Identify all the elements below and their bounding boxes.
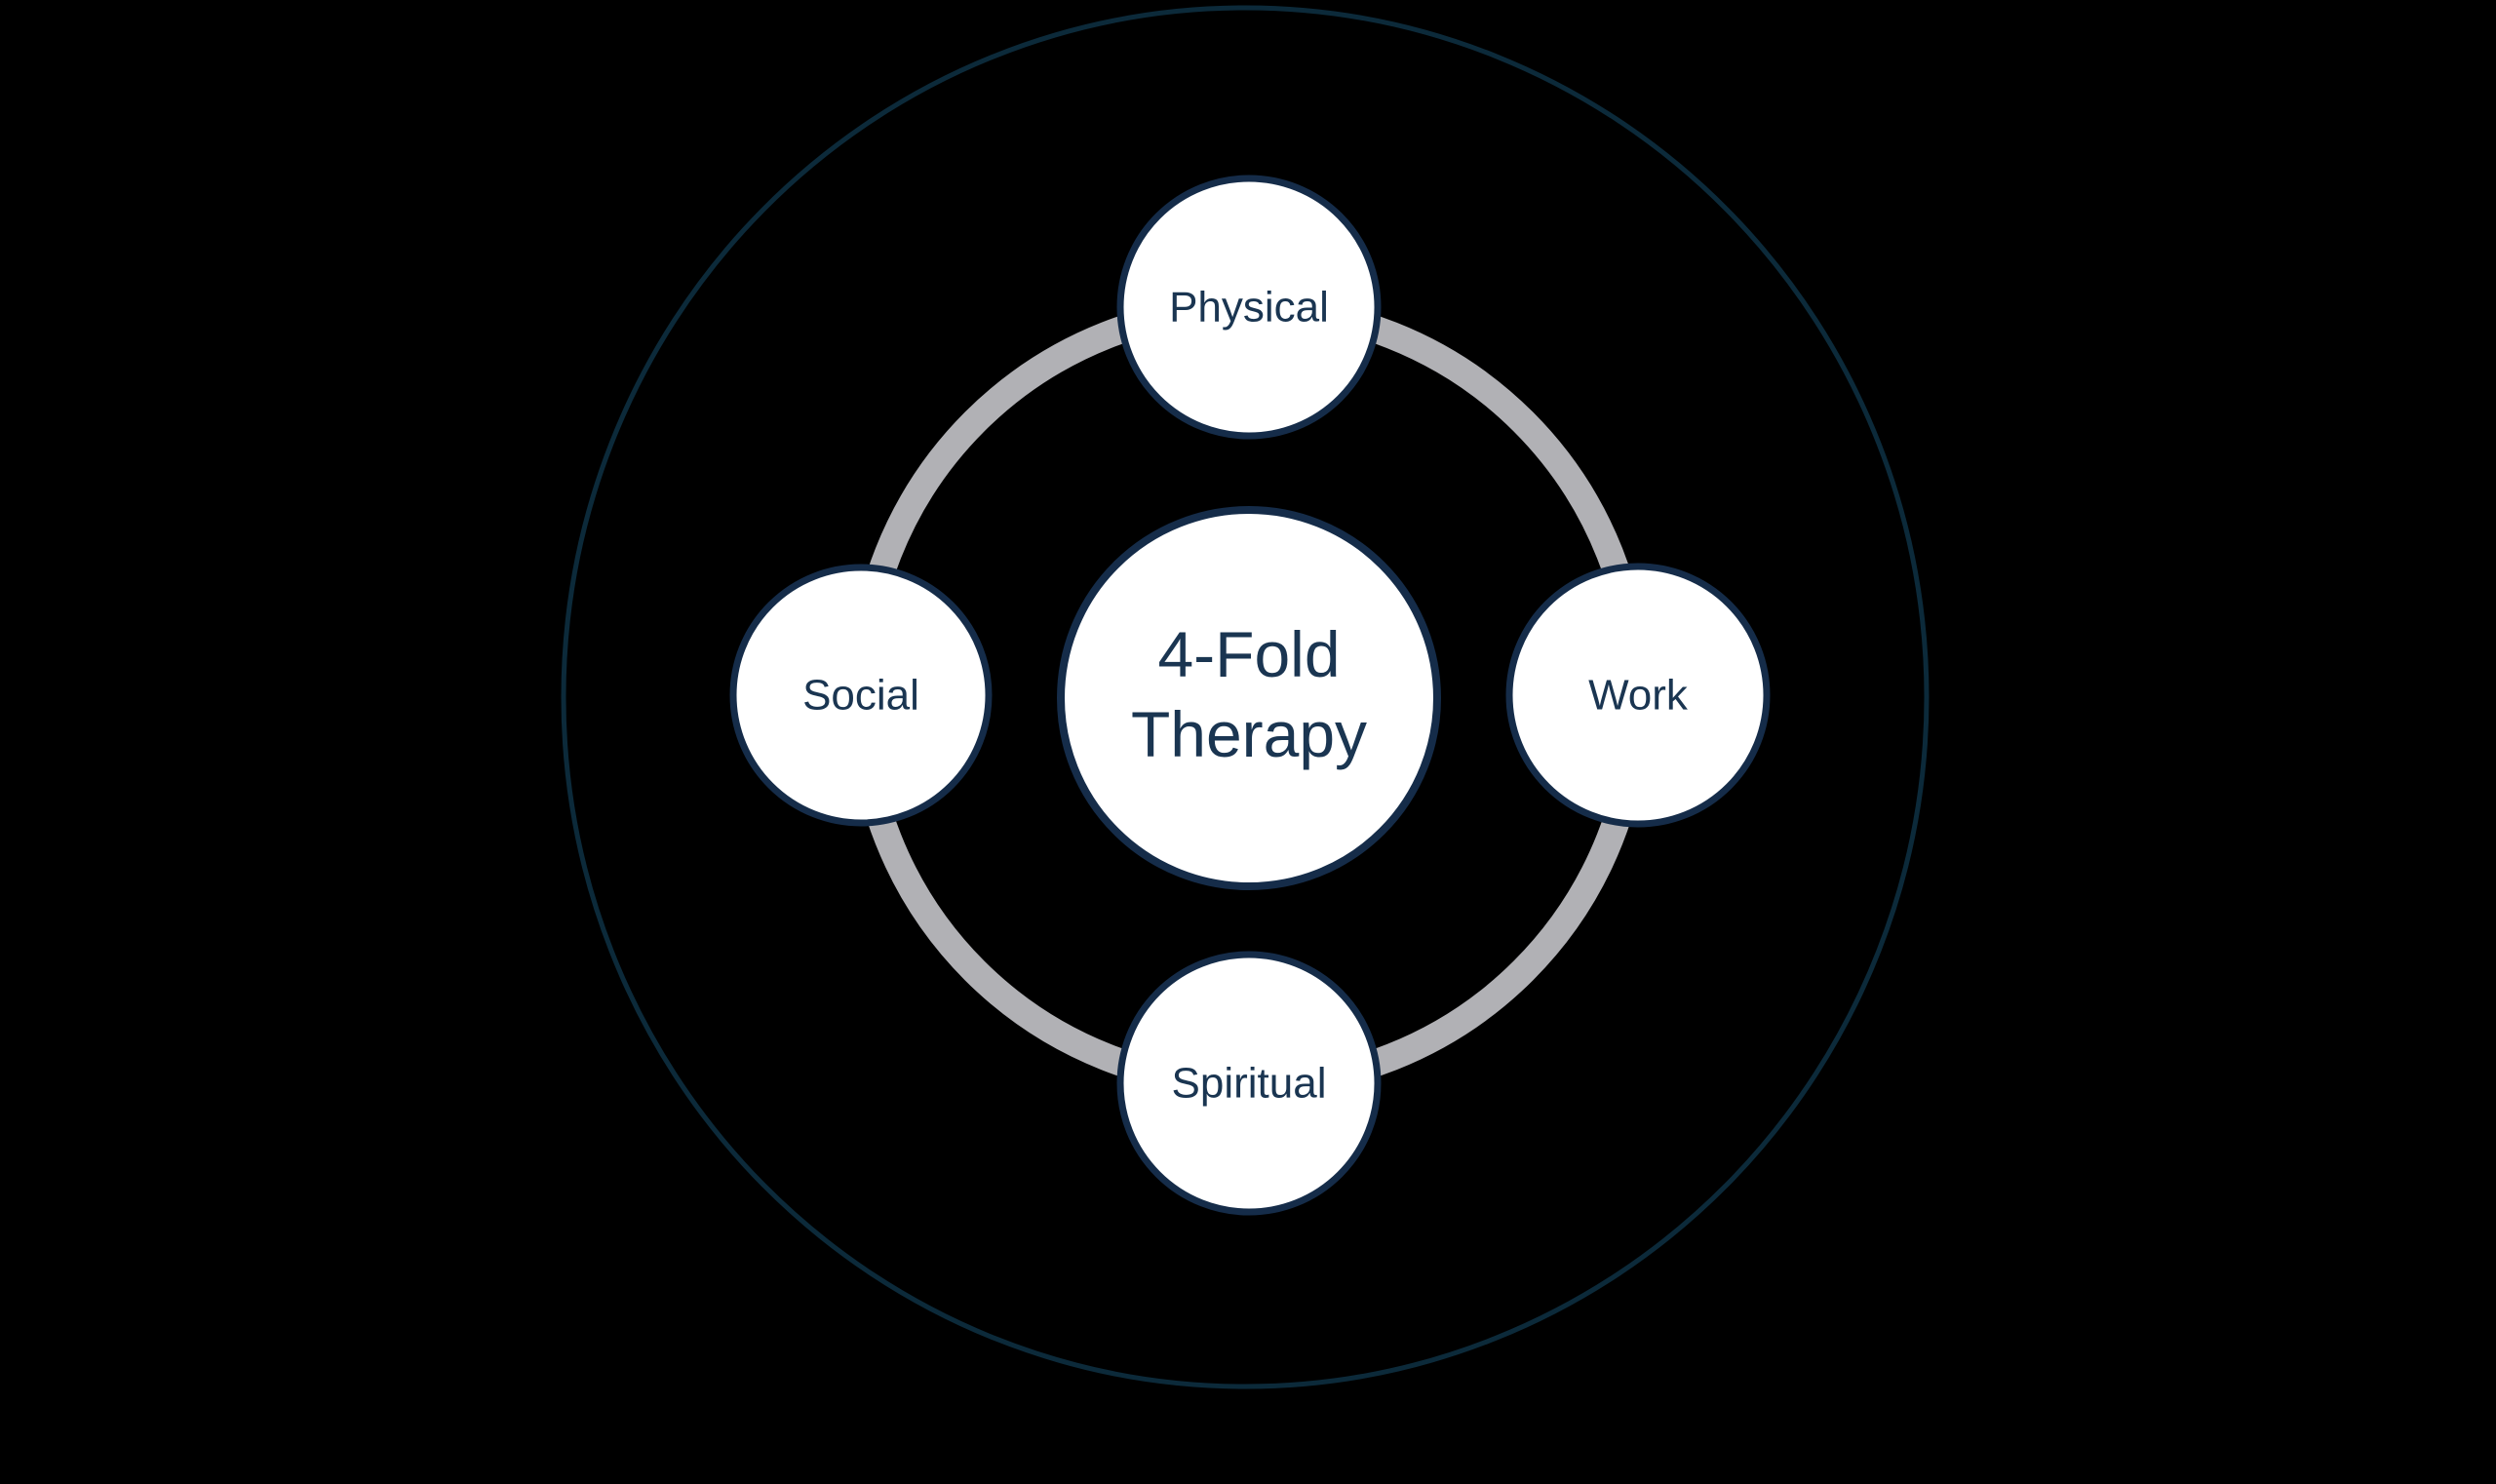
- node-physical-circle: [1116, 175, 1382, 440]
- center-node: 4-Fold Therapy: [1057, 506, 1441, 890]
- node-social-circle: [729, 564, 993, 827]
- node-work-circle: [1505, 563, 1771, 828]
- center-node-label-line2: Therapy: [1131, 698, 1367, 770]
- node-spiritual: Spiritual: [1116, 951, 1382, 1216]
- node-spiritual-label: Spiritual: [1172, 1060, 1327, 1108]
- node-social-label: Social: [802, 672, 919, 720]
- node-work-label: Work: [1588, 672, 1689, 720]
- node-spiritual-circle: [1116, 951, 1382, 1216]
- center-node-circle: [1057, 506, 1441, 890]
- node-social: Social: [729, 564, 993, 827]
- node-work: Work: [1505, 563, 1771, 828]
- node-physical-label: Physical: [1169, 284, 1329, 332]
- outer-boundary-circle: [561, 5, 1930, 1389]
- node-physical: Physical: [1116, 175, 1382, 440]
- center-node-label-line1: 4-Fold: [1157, 618, 1340, 690]
